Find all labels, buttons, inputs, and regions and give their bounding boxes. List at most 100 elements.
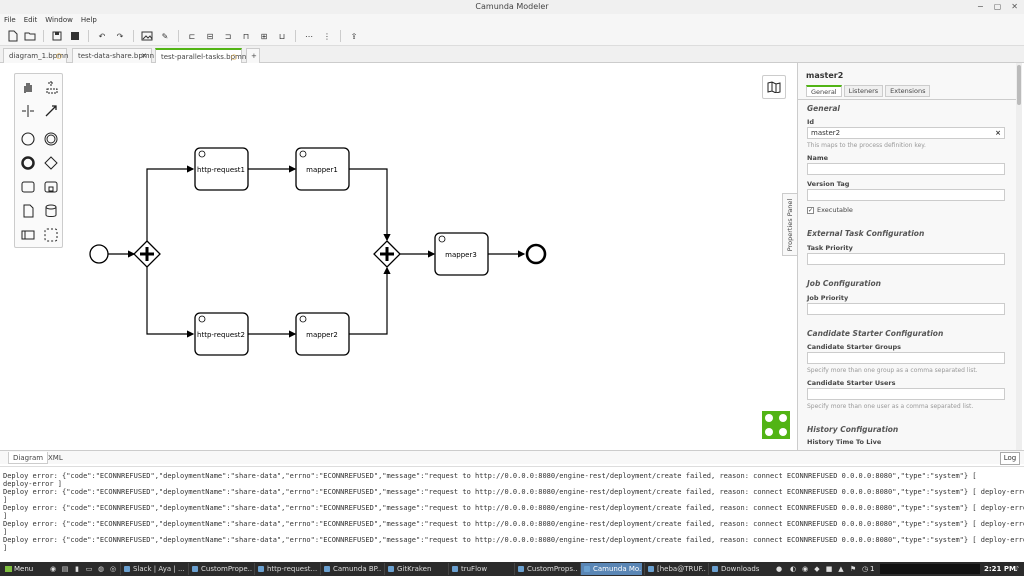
candidate-groups-field[interactable]	[807, 352, 1005, 364]
version-tag-field[interactable]	[807, 189, 1005, 201]
shield-icon[interactable]: ◆	[814, 565, 820, 573]
hand-tool-icon[interactable]	[19, 78, 37, 96]
id-field[interactable]: master2 ×	[807, 127, 1005, 139]
flag-icon[interactable]: ⚑	[849, 565, 857, 573]
tab-test-parallel-tasks[interactable]: test-parallel-tasks.bpmn ○	[155, 48, 246, 63]
subprocess-tool-icon[interactable]	[42, 178, 60, 196]
edit-tool-icon[interactable]: ✎	[161, 31, 169, 41]
name-field[interactable]	[807, 163, 1005, 175]
app-launcher-icon[interactable]: ◍	[97, 565, 105, 573]
tab-diagram-view[interactable]: Diagram	[8, 452, 49, 464]
save-icon[interactable]	[49, 29, 65, 43]
menu-help[interactable]: Help	[80, 16, 97, 24]
undo-icon[interactable]: ↶	[98, 31, 106, 41]
minimize-icon[interactable]: −	[977, 2, 984, 11]
bpmn-io-logo[interactable]	[762, 411, 790, 439]
close-icon[interactable]: ✕	[1011, 2, 1018, 11]
diagram-canvas[interactable]: http-request1 mapper1 mapper3 http-reque…	[0, 63, 797, 450]
task-mapper1[interactable]	[295, 147, 350, 191]
start-event-tool-icon[interactable]	[19, 130, 37, 148]
space-tool-icon[interactable]	[19, 102, 37, 120]
parallel-gateway-join[interactable]	[373, 240, 401, 268]
intermediate-event-tool-icon[interactable]	[42, 130, 60, 148]
end-event-tool-icon[interactable]	[19, 154, 37, 172]
image-export-icon[interactable]	[139, 29, 155, 43]
candidate-users-field[interactable]	[807, 388, 1005, 400]
group-tool-icon[interactable]	[42, 226, 60, 244]
tab-listeners[interactable]: Listeners	[843, 85, 884, 97]
clear-icon[interactable]: ×	[995, 129, 1001, 137]
redo-icon[interactable]: ↷	[116, 31, 124, 41]
save-all-icon[interactable]	[67, 29, 83, 43]
distribute-horizontal-icon[interactable]: ⋯	[305, 31, 313, 41]
properties-panel-toggle[interactable]: Properties Panel	[782, 193, 797, 256]
new-tab-button[interactable]: +	[246, 48, 260, 63]
sequence-flow[interactable]	[349, 266, 391, 335]
start-menu-button[interactable]: Menu	[4, 562, 33, 576]
notification-icon[interactable]: ◷	[861, 565, 869, 573]
task-priority-field[interactable]	[807, 253, 1005, 265]
minimap-toggle-button[interactable]	[762, 75, 786, 99]
job-priority-field[interactable]	[807, 303, 1005, 315]
task-mapper3[interactable]	[434, 232, 489, 276]
taskbar-item-customprops[interactable]: CustomProps...	[514, 563, 578, 575]
taskbar-item-http-request[interactable]: http-request...	[254, 563, 318, 575]
open-file-icon[interactable]	[22, 29, 38, 43]
connect-tool-icon[interactable]	[42, 102, 60, 120]
tab-general[interactable]: General	[806, 85, 842, 97]
menu-file[interactable]: File	[4, 16, 16, 24]
end-event[interactable]	[525, 243, 547, 265]
sequence-flow[interactable]	[146, 165, 195, 241]
tab-xml-view[interactable]: XML	[48, 454, 63, 462]
tab-test-data-share[interactable]: test-data-share.bpmn ✕	[72, 48, 154, 63]
folder-launcher-icon[interactable]: ▭	[85, 565, 93, 573]
new-file-icon[interactable]	[4, 29, 20, 43]
menu-edit[interactable]: Edit	[23, 16, 38, 24]
align-middle-icon[interactable]: ⊞	[260, 31, 268, 41]
data-object-tool-icon[interactable]	[19, 202, 37, 220]
start-event[interactable]	[89, 244, 109, 264]
log-toggle-button[interactable]: Log	[1000, 452, 1020, 465]
browser-launcher-icon[interactable]: ◉	[49, 565, 57, 573]
clock[interactable]: 2:21 PM	[984, 565, 1016, 573]
tray-app-icon[interactable]: ■	[825, 565, 833, 573]
align-left-icon[interactable]: ⊏	[188, 31, 196, 41]
scrollbar-thumb[interactable]	[1017, 65, 1021, 105]
task-http-request1[interactable]	[194, 147, 249, 191]
align-top-icon[interactable]: ⊓	[242, 31, 250, 41]
sequence-flow[interactable]	[349, 168, 391, 242]
parallel-gateway-split[interactable]	[133, 240, 161, 268]
close-tab-icon[interactable]: ✕	[141, 52, 147, 60]
taskbar-item-truflow[interactable]: truFlow	[448, 563, 512, 575]
terminal-launcher-icon[interactable]: ▮	[75, 565, 79, 573]
data-store-tool-icon[interactable]	[42, 202, 60, 220]
deploy-icon[interactable]: ⇪	[350, 31, 358, 41]
executable-checkbox[interactable]: ✓	[807, 206, 814, 214]
taskbar-item-downloads[interactable]: Downloads	[708, 563, 768, 575]
sequence-flow[interactable]	[146, 267, 195, 338]
properties-scrollbar[interactable]	[1016, 63, 1022, 450]
maximize-icon[interactable]: ▢	[993, 2, 1002, 11]
taskbar-item-terminal[interactable]: [heba@TRUF...	[644, 563, 706, 575]
volume-icon[interactable]: ♪	[1014, 565, 1020, 573]
tray-app-icon[interactable]: ▲	[838, 565, 844, 573]
chrome-tray-icon[interactable]: ◐	[789, 565, 797, 573]
align-right-icon[interactable]: ⊐	[224, 31, 232, 41]
tab-extensions[interactable]: Extensions	[885, 85, 931, 97]
task-mapper2[interactable]	[295, 312, 350, 356]
pool-tool-icon[interactable]	[19, 226, 37, 244]
taskbar-item-customprope[interactable]: CustomPrope...	[188, 563, 252, 575]
align-bottom-icon[interactable]: ⊔	[278, 31, 286, 41]
align-center-icon[interactable]: ⊟	[206, 31, 214, 41]
task-tool-icon[interactable]	[19, 178, 37, 196]
taskbar-item-gitkraken[interactable]: GitKraken	[384, 563, 446, 575]
lasso-tool-icon[interactable]	[42, 78, 60, 96]
menu-window[interactable]: Window	[45, 16, 73, 24]
taskbar-item-camunda-modeler[interactable]: Camunda Mo...	[580, 563, 642, 575]
app-launcher-icon[interactable]: ◎	[109, 565, 117, 573]
files-launcher-icon[interactable]: ▤	[61, 565, 69, 573]
tab-diagram-1[interactable]: diagram_1.bpmn ○	[3, 48, 68, 63]
tray-app-icon[interactable]: ◉	[801, 565, 809, 573]
task-http-request2[interactable]	[194, 312, 249, 356]
taskbar-item-slack[interactable]: Slack | Aya | ...	[120, 563, 186, 575]
